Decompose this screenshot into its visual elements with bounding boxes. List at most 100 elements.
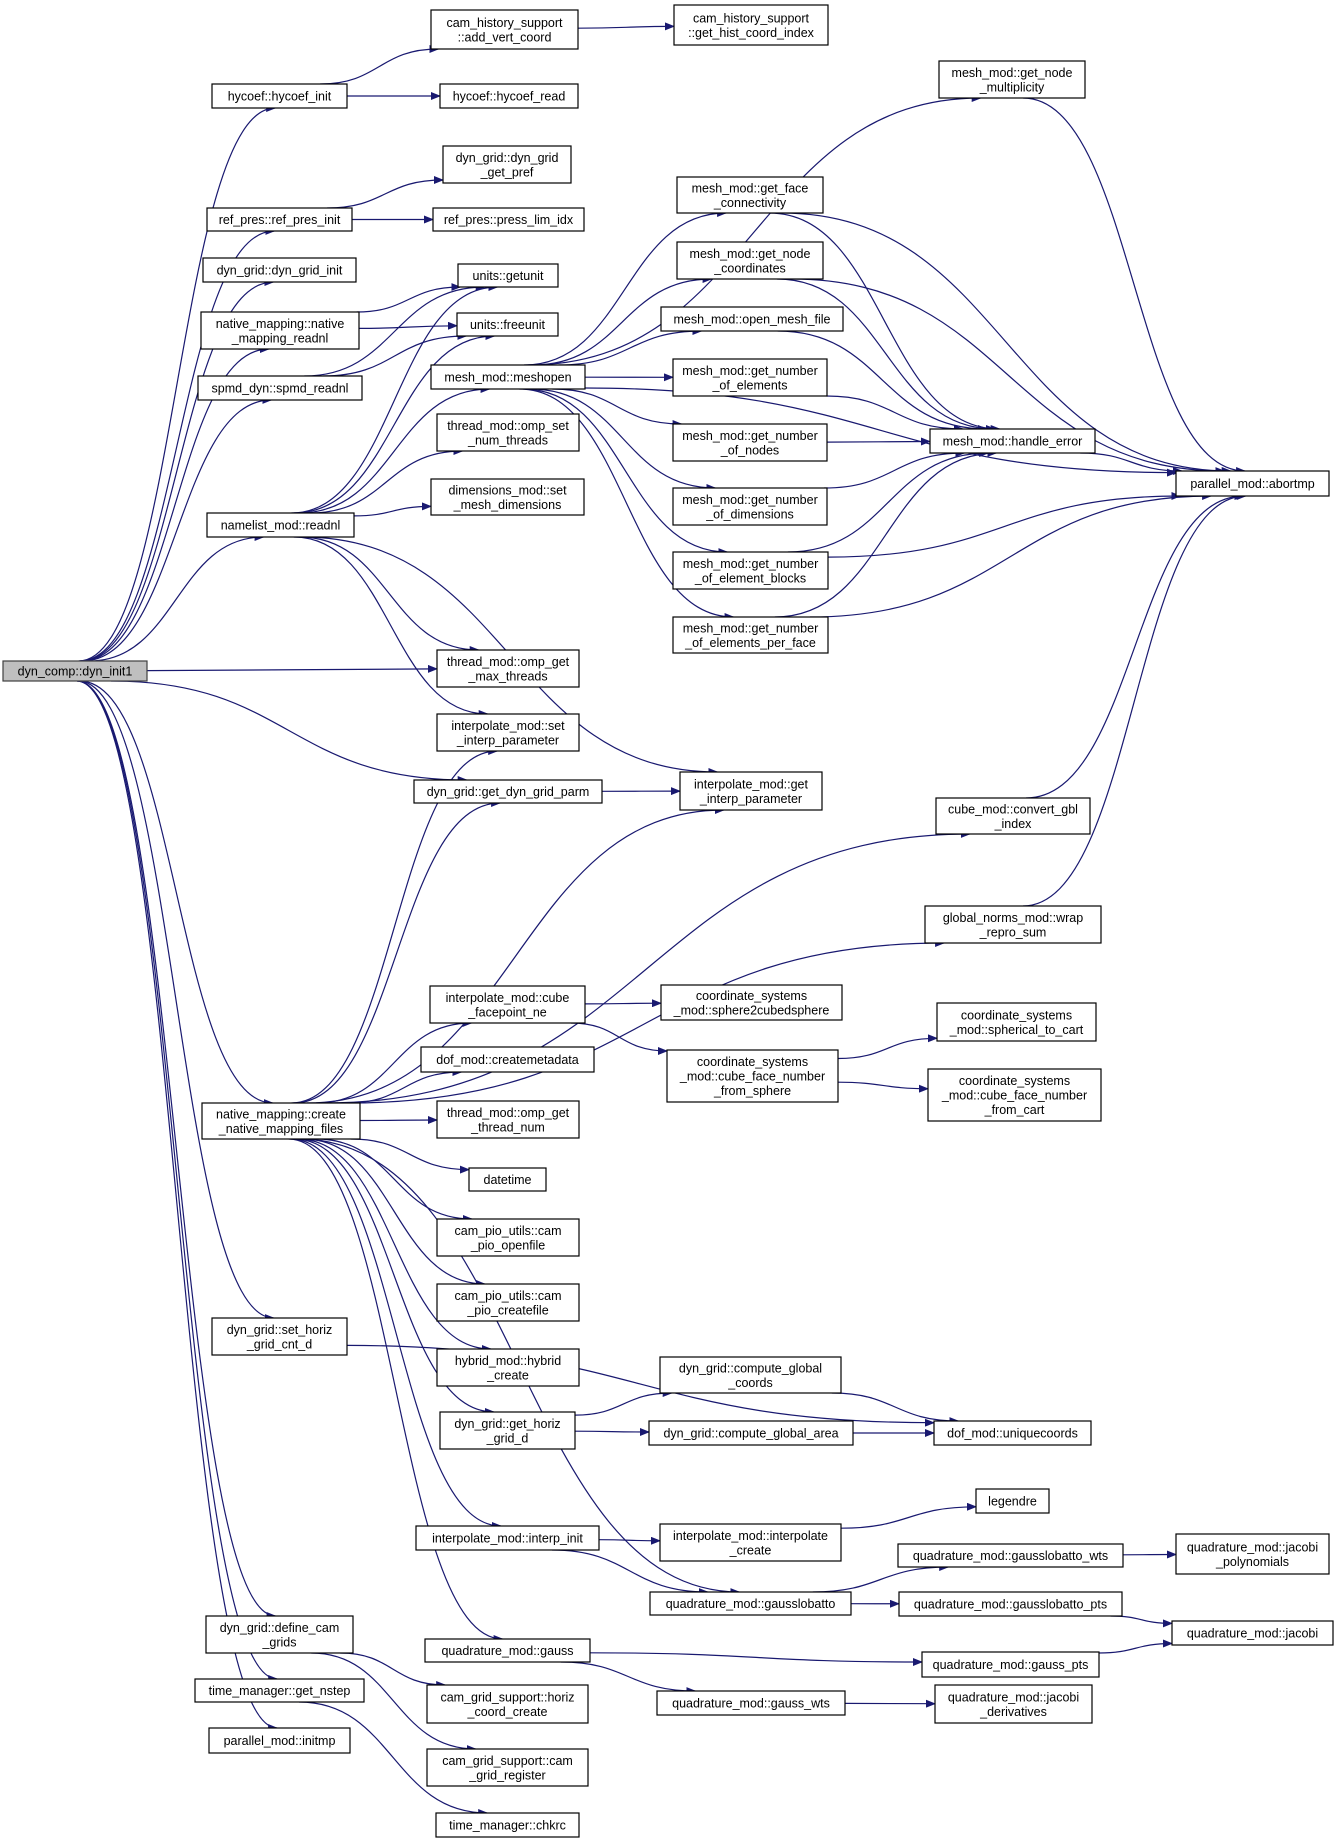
node-quadrature-mod-gausslobatto-wts[interactable]: quadrature_mod::gausslobatto_wts <box>897 1543 1124 1568</box>
node-ref-pres-press-lim-idx[interactable]: ref_pres::press_lim_idx <box>432 207 585 232</box>
edge-n25-to-n18 <box>774 449 998 618</box>
node-box <box>2 660 148 682</box>
node-mesh-mod-handle-error[interactable]: mesh_mod::handle_error <box>929 428 1096 454</box>
node-box <box>929 428 1096 454</box>
node-quadrature-mod-gauss[interactable]: quadrature_mod::gauss <box>424 1638 591 1663</box>
edge-n21-to-n18 <box>826 395 964 433</box>
node-label-line: hycoef::hycoef_read <box>453 90 566 104</box>
node-mesh-mod-get-face-connectivity[interactable]: mesh_mod::get_face_connectivity <box>676 176 824 214</box>
node-parallel-mod-abortmp[interactable]: parallel_mod::abortmp <box>1175 470 1330 497</box>
edge-n34-to-n46 <box>294 1138 495 1416</box>
node-dyn-grid-dyn-grid-get-pref[interactable]: dyn_grid::dyn_grid_get_pref <box>442 145 572 184</box>
node-dimensions-mod-set-mesh-dimensions[interactable]: dimensions_mod::set_mesh_dimensions <box>430 478 585 516</box>
node-hybrid-mod-hybrid-create[interactable]: hybrid_mod::hybrid_create <box>436 1348 580 1387</box>
node-label-line: mesh_mod::open_mesh_file <box>673 313 830 327</box>
node-legendre[interactable]: legendre <box>975 1488 1050 1514</box>
node-interpolate-mod-interp-init[interactable]: interpolate_mod::interp_init <box>415 1525 600 1551</box>
node-datetime[interactable]: datetime <box>468 1167 547 1192</box>
node-time-manager-get-nstep[interactable]: time_manager::get_nstep <box>194 1678 365 1703</box>
node-box <box>679 771 823 811</box>
node-label-line: cam_history_support <box>446 16 563 30</box>
node-quadrature-mod-jacobi[interactable]: quadrature_mod::jacobi <box>1171 1620 1334 1646</box>
node-thread-mod-omp-get-thread-num[interactable]: thread_mod::omp_get_thread_num <box>436 1100 580 1139</box>
node-dyn-grid-set-horiz-grid-cnt-d[interactable]: dyn_grid::set_horiz_grid_cnt_d <box>211 1317 348 1356</box>
node-cam-grid-support-cam-grid-register[interactable]: cam_grid_support::cam_grid_register <box>426 1748 589 1787</box>
node-interpolate-mod-set-interp-parameter[interactable]: interpolate_mod::set_interp_parameter <box>436 713 580 752</box>
node-label-line: parallel_mod::initmp <box>224 1734 336 1748</box>
edge-n34-to-n33 <box>348 939 946 1104</box>
node-label-line: dyn_grid::get_horiz <box>454 1417 560 1431</box>
node-mesh-mod-get-number-of-elements[interactable]: mesh_mod::get_number_of_elements <box>672 358 828 397</box>
node-dyn-grid-get-dyn-grid-parm[interactable]: dyn_grid::get_dyn_grid_parm <box>413 779 603 804</box>
node-dof-mod-createmetadata[interactable]: dof_mod::createmetadata <box>420 1046 595 1073</box>
node-mesh-mod-get-node-multiplicity[interactable]: mesh_mod::get_node_multiplicity <box>938 60 1086 99</box>
node-dyn-grid-dyn-grid-init[interactable]: dyn_grid::dyn_grid_init <box>202 257 357 283</box>
node-dyn-grid-define-cam-grids[interactable]: dyn_grid::define_cam_grids <box>205 1615 354 1654</box>
node-label-line: native_mapping::native <box>216 317 345 331</box>
node-dyn-grid-compute-global-area[interactable]: dyn_grid::compute_global_area <box>648 1420 854 1446</box>
node-label-line: _mesh_dimensions <box>453 498 562 512</box>
edge-n0-to-n66 <box>76 680 279 1732</box>
node-interpolate-mod-interpolate-create[interactable]: interpolate_mod::interpolate_create <box>659 1523 842 1562</box>
node-native-mapping-create-native-mapping-files[interactable]: native_mapping::create_native_mapping_fi… <box>201 1102 361 1140</box>
node-thread-mod-omp-set-num-threads[interactable]: thread_mod::omp_set_num_threads <box>436 413 580 452</box>
node-box <box>201 1102 361 1140</box>
node-ref-pres-ref-pres-init[interactable]: ref_pres::ref_pres_init <box>206 207 353 232</box>
node-interpolate-mod-cube-facepoint-ne[interactable]: interpolate_mod::cube_facepoint_ne <box>429 985 586 1024</box>
node-mesh-mod-get-node-coordinates[interactable]: mesh_mod::get_node_coordinates <box>676 241 824 280</box>
node-cam-history-support-add-vert-coord[interactable]: cam_history_support::add_vert_coord <box>430 9 579 50</box>
node-box <box>442 145 572 184</box>
node-quadrature-mod-gauss-pts[interactable]: quadrature_mod::gauss_pts <box>921 1651 1100 1678</box>
node-box <box>439 83 579 109</box>
node-global-norms-mod-wrap-repro-sum[interactable]: global_norms_mod::wrap_repro_sum <box>924 905 1102 944</box>
node-native-mapping-native-mapping-readnl[interactable]: native_mapping::native_mapping_readnl <box>200 311 360 350</box>
node-coordinate-systems-mod-spherical-to-cart[interactable]: coordinate_systems_mod::spherical_to_car… <box>936 1002 1097 1042</box>
node-hycoef-hycoef-init[interactable]: hycoef::hycoef_init <box>211 83 348 109</box>
node-coordinate-systems-mod-sphere2cubedsphere[interactable]: coordinate_systems_mod::sphere2cubedsphe… <box>660 984 843 1021</box>
node-units-getunit[interactable]: units::getunit <box>457 263 559 288</box>
node-mesh-mod-meshopen[interactable]: mesh_mod::meshopen <box>430 364 586 390</box>
node-dyn-grid-get-horiz-grid-d[interactable]: dyn_grid::get_horiz_grid_d <box>439 1411 576 1450</box>
node-quadrature-mod-jacobi-polynomials[interactable]: quadrature_mod::jacobi_polynomials <box>1175 1533 1330 1575</box>
node-box <box>934 1684 1093 1724</box>
node-label-line: _interp_parameter <box>699 792 802 806</box>
edge-n0-to-n30 <box>110 680 468 784</box>
edge-n0-to-n13 <box>89 533 265 662</box>
node-dof-mod-uniquecoords[interactable]: dof_mod::uniquecoords <box>933 1420 1092 1446</box>
node-coordinate-systems-mod-cube-face-number-from-cart[interactable]: coordinate_systems_mod::cube_face_number… <box>927 1068 1102 1122</box>
node-cube-mod-convert-gbl-index[interactable]: cube_mod::convert_gbl_index <box>935 797 1091 835</box>
node-quadrature-mod-jacobi-derivatives[interactable]: quadrature_mod::jacobi_derivatives <box>934 1684 1093 1724</box>
node-namelist-mod-readnl[interactable]: namelist_mod::readnl <box>206 512 355 538</box>
node-quadrature-mod-gausslobatto-pts[interactable]: quadrature_mod::gausslobatto_pts <box>898 1591 1123 1617</box>
node-spmd-dyn-spmd-readnl[interactable]: spmd_dyn::spmd_readnl <box>197 375 363 401</box>
node-coordinate-systems-mod-cube-face-number-from-sphere[interactable]: coordinate_systems_mod::cube_face_number… <box>666 1049 839 1103</box>
node-units-freeunit[interactable]: units::freeunit <box>456 312 559 337</box>
node-label-line: quadrature_mod::jacobi <box>1187 1627 1318 1641</box>
node-box <box>927 1068 1102 1122</box>
node-hycoef-hycoef-read[interactable]: hycoef::hycoef_read <box>439 83 579 109</box>
edge-n34-to-n32 <box>324 830 971 1104</box>
node-cam-pio-utils-cam-pio-createfile[interactable]: cam_pio_utils::cam_pio_createfile <box>436 1283 580 1322</box>
node-thread-mod-omp-get-max-threads[interactable]: thread_mod::omp_get_max_threads <box>436 649 580 688</box>
node-mesh-mod-get-number-of-elements-per-face[interactable]: mesh_mod::get_number_of_elements_per_fac… <box>672 616 829 654</box>
node-mesh-mod-get-number-of-element-blocks[interactable]: mesh_mod::get_number_of_element_blocks <box>672 551 829 590</box>
node-quadrature-mod-gauss-wts[interactable]: quadrature_mod::gauss_wts <box>656 1690 846 1716</box>
node-label-line: _of_element_blocks <box>694 571 806 585</box>
node-mesh-mod-get-number-of-nodes[interactable]: mesh_mod::get_number_of_nodes <box>672 423 828 462</box>
node-cam-grid-support-horiz-coord-create[interactable]: cam_grid_support::horiz_coord_create <box>426 1684 589 1724</box>
node-dyn-grid-compute-global-coords[interactable]: dyn_grid::compute_global_coords <box>659 1356 842 1394</box>
node-quadrature-mod-gausslobatto[interactable]: quadrature_mod::gausslobatto <box>649 1591 852 1616</box>
node-parallel-mod-initmp[interactable]: parallel_mod::initmp <box>208 1727 351 1754</box>
node-interpolate-mod-get-interp-parameter[interactable]: interpolate_mod::get_interp_parameter <box>679 771 823 811</box>
edge-n0-to-n34 <box>79 680 274 1107</box>
node-cam-pio-utils-cam-pio-openfile[interactable]: cam_pio_utils::cam_pio_openfile <box>436 1218 580 1257</box>
node-box <box>649 1591 852 1616</box>
edge-n34-to-n43 <box>316 1138 473 1223</box>
node-time-manager-chkrc[interactable]: time_manager::chkrc <box>435 1812 580 1838</box>
node-mesh-mod-open-mesh-file[interactable]: mesh_mod::open_mesh_file <box>660 306 844 332</box>
node-dyn-comp-dyn-init1[interactable]: dyn_comp::dyn_init1 <box>2 660 148 682</box>
node-label-line: _get_pref <box>480 165 534 179</box>
node-label-line: spmd_dyn::spmd_readnl <box>212 382 349 396</box>
node-cam-history-support-get-hist-coord-index[interactable]: cam_history_support::get_hist_coord_inde… <box>673 4 829 46</box>
node-mesh-mod-get-number-of-dimensions[interactable]: mesh_mod::get_number_of_dimensions <box>672 487 828 526</box>
